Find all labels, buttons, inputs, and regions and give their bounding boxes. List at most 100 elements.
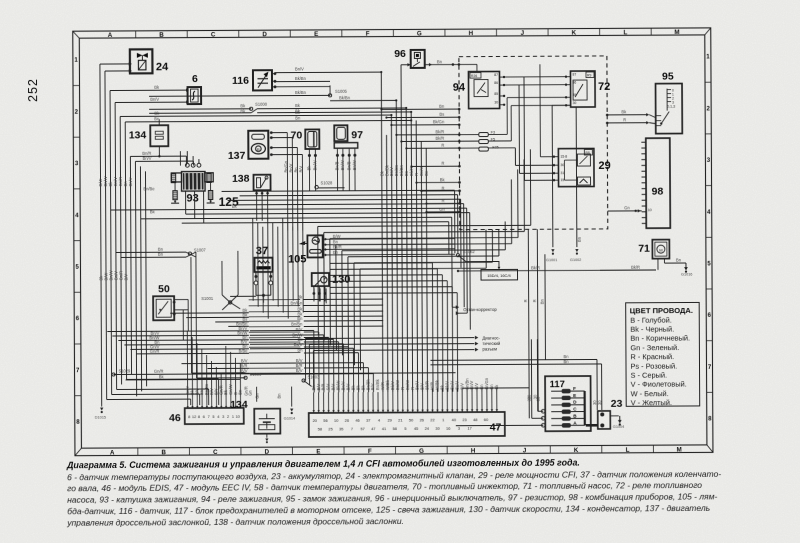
svg-text:Bn: Bn: [242, 344, 248, 349]
svg-text:E: E: [573, 393, 576, 398]
svg-text:Bk/V: Bk/V: [390, 381, 395, 390]
svg-text:H: H: [469, 30, 474, 37]
svg-text:Bk: Bk: [440, 384, 445, 390]
svg-text:Bk/W: Bk/W: [336, 380, 341, 390]
svg-text:Gn/R: Gn/R: [244, 386, 249, 396]
svg-text:134: 134: [230, 399, 248, 411]
svg-text:A: A: [110, 449, 115, 456]
svg-text:Bk/Bn: Bk/Bn: [399, 164, 404, 176]
svg-text:E: E: [314, 31, 318, 38]
svg-text:разъем: разъем: [482, 346, 497, 351]
svg-text:S1006: S1006: [250, 372, 263, 377]
svg-text:Bk: Bk: [240, 103, 246, 108]
svg-text:Bn: Bn: [437, 59, 443, 64]
svg-text:F: F: [366, 30, 370, 37]
svg-text:R26: R26: [471, 74, 477, 78]
svg-text:Bn/B: Bn/B: [346, 161, 351, 170]
svg-text:29: 29: [598, 160, 610, 172]
svg-text:ЦВЕТ ПРОВОДА.: ЦВЕТ ПРОВОДА.: [630, 306, 693, 315]
svg-text:2: 2: [75, 110, 79, 116]
svg-text:Bn: Bn: [297, 347, 303, 352]
svg-text:125: 125: [219, 195, 239, 209]
svg-text:4: 4: [378, 418, 381, 423]
svg-text:M: M: [674, 29, 679, 36]
svg-text:L: L: [624, 29, 628, 36]
svg-text:Bn/Bn: Bn/Bn: [291, 321, 303, 326]
svg-text:Gn - Зеленый.: Gn - Зеленый.: [630, 343, 679, 352]
svg-text:Bn: Bn: [333, 239, 339, 244]
svg-text:Bn/V: Bn/V: [449, 381, 454, 390]
svg-text:98: 98: [652, 186, 664, 198]
svg-text:30: 30: [592, 400, 597, 405]
svg-text:W/R: W/R: [430, 382, 435, 390]
svg-text:16: 16: [446, 426, 450, 431]
svg-text:Bn/V: Bn/V: [143, 156, 152, 161]
svg-text:30: 30: [494, 101, 498, 105]
svg-text:Bn: Bn: [404, 170, 409, 176]
svg-text:Bs/V: Bs/V: [454, 381, 459, 390]
svg-text:го вала, 46 - модуль EDIS, 47: го вала, 46 - модуль EDIS, 47 - модуль Е…: [67, 480, 702, 493]
svg-text:G: G: [417, 30, 422, 37]
svg-text:R9: R9: [587, 73, 591, 77]
svg-text:M: M: [659, 247, 662, 252]
svg-text:Bk: Bk: [355, 384, 360, 390]
svg-text:B/V: B/V: [316, 384, 321, 391]
svg-text:Bn/V: Bn/V: [238, 326, 247, 331]
svg-text:7: 7: [208, 415, 210, 419]
svg-text:29: 29: [388, 418, 392, 423]
svg-text:Bs: Bs: [439, 112, 444, 117]
svg-text:G1016: G1016: [681, 272, 692, 276]
svg-text:23: 23: [611, 398, 623, 410]
svg-text:C: C: [213, 449, 218, 456]
svg-text:Bn/V: Bn/V: [469, 380, 474, 389]
svg-text:47: 47: [490, 421, 502, 433]
svg-text:Bn: Bn: [311, 385, 316, 391]
svg-text:Bn/V: Bn/V: [415, 381, 420, 390]
svg-text:Bk/R: Bk/R: [631, 265, 640, 270]
svg-text:30: 30: [560, 163, 564, 167]
svg-text:Gn: Gn: [248, 390, 253, 396]
svg-text:R: R: [400, 387, 405, 390]
svg-text:46: 46: [355, 418, 359, 423]
svg-text:3: 3: [75, 161, 79, 167]
svg-text:Bn/V: Bn/V: [150, 331, 159, 336]
svg-text:Bk/R: Bk/R: [409, 167, 414, 176]
svg-text:3: 3: [707, 158, 711, 164]
svg-text:30: 30: [536, 396, 541, 401]
svg-text:30: 30: [573, 101, 577, 105]
svg-text:Bn/V: Bn/V: [128, 177, 133, 186]
svg-text:Bk: Bk: [297, 311, 303, 316]
svg-text:4: 4: [75, 213, 79, 219]
svg-text:41: 41: [382, 426, 386, 431]
svg-text:17: 17: [467, 426, 471, 431]
svg-text:F25: F25: [492, 145, 498, 149]
svg-text:D: D: [262, 31, 267, 38]
svg-text:Bk: Bk: [307, 165, 312, 171]
svg-text:1: 1: [442, 417, 444, 422]
svg-text:B/V: B/V: [420, 383, 425, 390]
svg-text:35: 35: [339, 426, 343, 431]
svg-text:96: 96: [394, 48, 406, 60]
svg-text:Bn: Bn: [676, 258, 682, 263]
svg-text:70: 70: [291, 130, 303, 142]
svg-text:87: 87: [494, 73, 498, 77]
svg-text:94: 94: [453, 82, 466, 94]
svg-text:3: 3: [222, 415, 224, 419]
svg-text:58: 58: [318, 426, 322, 431]
svg-text:71: 71: [638, 243, 650, 255]
svg-text:30: 30: [527, 394, 532, 399]
svg-text:C: C: [573, 407, 577, 412]
svg-text:Bn: Bn: [277, 393, 282, 399]
svg-text:Bn: Bn: [439, 104, 445, 109]
svg-text:S1005: S1005: [335, 89, 348, 94]
svg-text:S - Серый.: S - Серый.: [631, 371, 668, 380]
svg-text:J: J: [523, 447, 527, 454]
svg-text:Октан-корректор: Октан-корректор: [463, 307, 497, 312]
svg-text:Bn/Gn: Bn/Gn: [283, 160, 288, 172]
svg-text:Gn/V: Gn/V: [113, 177, 118, 187]
svg-text:B/V: B/V: [241, 358, 248, 363]
svg-text:97: 97: [351, 129, 363, 141]
svg-text:Bn/Gn: Bn/Gn: [484, 377, 489, 389]
svg-text:93: 93: [186, 193, 198, 205]
svg-text:Bn/W: Bn/W: [103, 176, 108, 186]
